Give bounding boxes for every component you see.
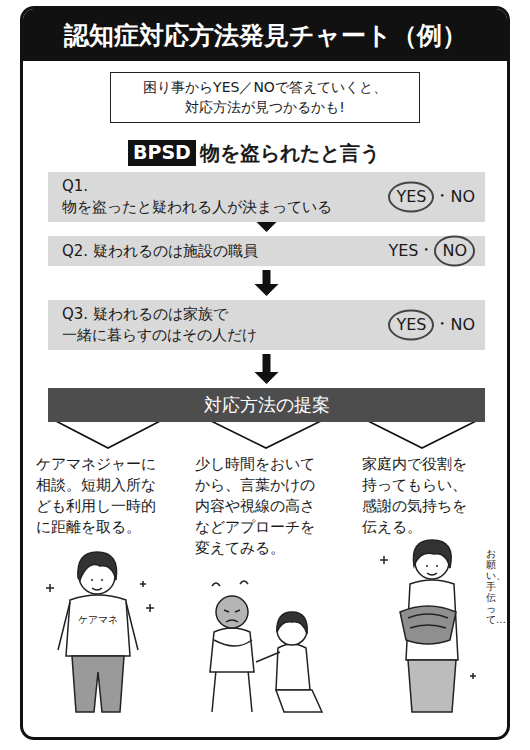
elderly-man-figure-part [214,640,252,646]
question-band: Q1. 物を盗ったと疑われる人が決まっている YES ・NO [48,172,485,222]
answer-row: YES・ NO [388,235,475,266]
care-manager-figure-part [46,581,154,612]
care-manager-figure-part [78,552,117,580]
answer-text: ・ [434,315,450,336]
proposal-text: ケアマネジャーに 相談。短期入所な ども利用し一時的 に距離を取る。 [36,454,178,538]
node-text: 困り事からYES／NOで答えていくと、 対応方法が見つかるかも! [143,79,387,115]
kneeling-woman-figure-part [276,690,322,712]
node-text: 対応方法の提案 [204,393,330,417]
answer-text: ・ [434,187,450,208]
proposal-text: 少し時間をおいて から、言葉かけの 内容や視線の高さ などアプローチを 変えてみ… [195,454,345,559]
elderly-man-figure-part [212,670,252,712]
answer-circle: NO [434,235,475,266]
care-manager-figure-part [72,656,124,712]
shirt-text: ケアマネ [73,614,123,626]
question-band: Q2. 疑われるのは施設の職員 YES・ NO [48,236,485,266]
elderly-man-figure-part [224,610,240,622]
section-heading: 物を盗られたと言う [200,141,380,166]
answer-text: YES [396,187,426,206]
answer-text: YES [396,315,426,334]
arrow-head [255,372,279,384]
elderly-man-figure-part [216,596,248,628]
kneeling-woman-figure-part [277,612,307,634]
elderly-man-figure-part [210,628,254,672]
elderly-man-figure [210,581,254,712]
question-text: Q2. 疑われるのは施設の職員 [62,241,258,262]
answer-text: NO [442,241,467,260]
family-woman-figure-part [413,540,451,568]
flow-arrow [255,270,279,296]
kneeling-woman-figure-part [256,652,280,662]
question-text: Q3. 疑われるのは家族で 一緒に暮らすのはその人だけ [62,304,322,346]
proposal-text: 家庭内で役割を 持ってもらい、 感謝の気持ちを 伝える。 [362,454,498,538]
family-woman-figure-part [400,606,456,644]
flow-arrow [255,354,279,384]
family-woman-figure-part [408,660,456,712]
family-woman-figure [380,540,476,712]
band-pointers-part [205,418,327,448]
band-pointers-part [50,418,166,448]
question-band: Q3. 疑われるのは家族で 一緒に暮らすのはその人だけ YES ・NO [48,300,485,350]
band-pointers [50,418,482,448]
answer-text: NO [450,316,475,335]
care-manager-figure-part [58,602,138,650]
answer-text: ・ [418,241,434,262]
band-pointers-part [362,418,482,448]
kneeling-woman-figure [256,612,322,712]
family-woman-figure-part [408,614,448,628]
family-woman-figure-part [380,556,476,679]
category-tag: BPSD [128,140,196,166]
kneeling-woman-figure-part [276,644,310,690]
answer-circle: YES [388,309,434,340]
node-text: BPSD [133,141,191,163]
answer-row: YES ・NO [388,309,475,340]
arrow-head [255,284,279,296]
elderly-man-figure-part [212,581,248,586]
title-band: 認知症対応方法発見チャート（例） [23,9,507,61]
care-manager-figure [46,552,154,712]
arrow-shaft [263,270,271,285]
intro-box: 困り事からYES／NOで答えていくと、 対応方法が見つかるかも! [110,72,420,123]
answer-text: YES [388,242,418,261]
answer-text: NO [450,188,475,207]
care-manager-figure-part [91,580,103,590]
speech-text: お願い、手伝って… [486,548,496,625]
question-text: Q1. 物を盗ったと疑われる人が決まっている [62,176,349,218]
answer-circle: YES [388,181,434,212]
family-woman-figure-part [426,566,438,575]
care-manager-figure-part [66,595,130,656]
arrow-shaft [263,354,271,373]
answer-row: YES ・NO [388,181,475,212]
proposal-band: 対応方法の提案 [48,388,485,422]
